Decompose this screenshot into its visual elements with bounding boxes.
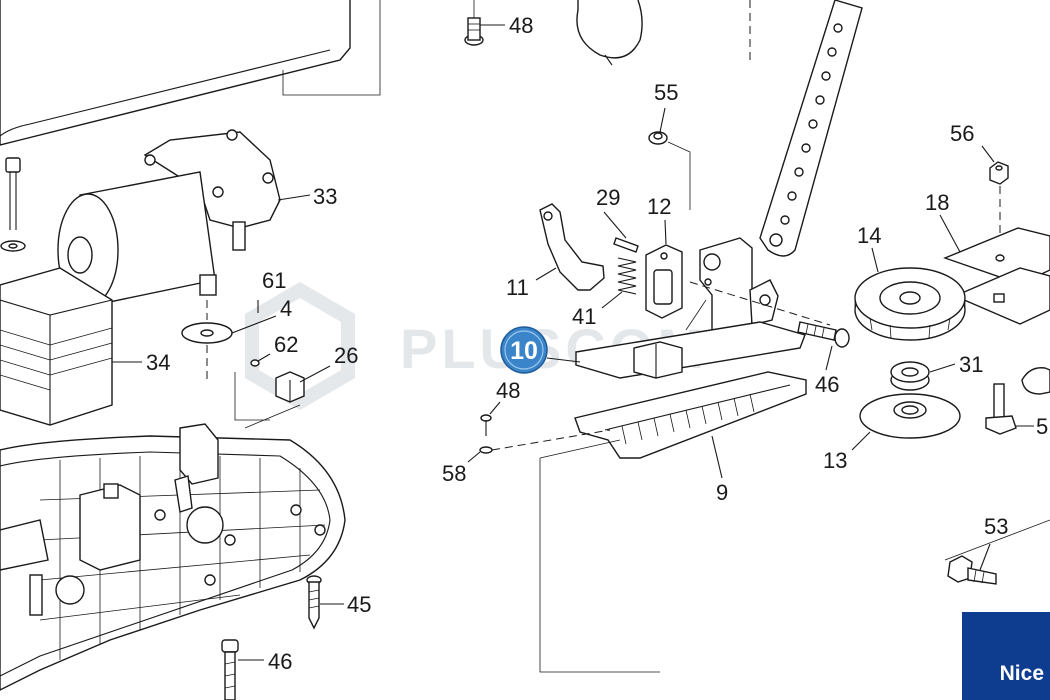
callout-12: 12: [647, 194, 671, 219]
board-10: [575, 299, 806, 379]
callout-48-center: 48: [496, 378, 520, 403]
callout-41: 41: [572, 304, 596, 329]
transformer: [0, 267, 113, 426]
block-26: [275, 371, 305, 403]
nut-55: [648, 131, 668, 145]
screw-48-center: [480, 414, 492, 436]
callout-9: 9: [716, 480, 728, 505]
callout-badge-10-text: 10: [510, 337, 538, 365]
long-screw: [0, 157, 26, 252]
track-frame-outline: [539, 439, 1050, 673]
callout-11: 11: [506, 275, 529, 300]
callout-badge-10: 10: [500, 326, 548, 374]
motor-cover: [0, 0, 381, 146]
knob: [576, 0, 643, 66]
callout-55: 55: [654, 80, 678, 105]
callout-53: 53: [984, 514, 1008, 539]
callout-14: 14: [857, 223, 881, 248]
base-plate: [0, 423, 346, 691]
spring-41: [617, 257, 637, 295]
screw-46-bottom: [221, 639, 239, 700]
callout-58: 58: [442, 461, 466, 486]
callout-34: 34: [146, 350, 170, 375]
callout-62: 62: [274, 332, 298, 357]
screw-46-center: [797, 321, 850, 348]
callout-29: 29: [596, 185, 620, 210]
callout-48-top: 48: [509, 13, 533, 38]
callout-18: 18: [925, 190, 949, 215]
callout-13: 13: [823, 448, 847, 473]
callout-56: 56: [950, 121, 974, 146]
callout-31: 31: [959, 352, 983, 377]
gear-14: [854, 267, 966, 341]
bracket-11: [539, 203, 605, 291]
screw-48-top: [464, 0, 484, 46]
motor-assembly: [57, 129, 281, 307]
pin-29: [613, 237, 639, 253]
callout-26: 26: [334, 343, 358, 368]
brand-logo-text: Nice: [999, 662, 1044, 685]
upright-bracket: [699, 237, 779, 341]
rail-9-teeth: [621, 393, 755, 445]
bolt-right: [985, 367, 1050, 435]
nut-56: [989, 161, 1009, 185]
rail-9: [574, 371, 807, 459]
callout-46-bottom: 46: [268, 649, 292, 674]
screw-45: [306, 575, 322, 630]
washer-4: [181, 300, 233, 380]
washer-58: [479, 446, 493, 454]
callout-5: 5: [1036, 414, 1048, 439]
brand-logo: Nice: [962, 612, 1050, 700]
callout-4: 4: [280, 296, 292, 321]
callout-45: 45: [347, 592, 371, 617]
callout-33: 33: [313, 184, 337, 209]
plate-12: [645, 244, 683, 319]
bearing-31: [890, 361, 930, 391]
bolt-53: [947, 555, 997, 585]
callout-46-center: 46: [815, 372, 839, 397]
plate-18: [943, 227, 1050, 325]
screw-62: [250, 353, 271, 367]
perforated-arm: [759, 0, 863, 257]
callout-61: 61: [262, 268, 286, 293]
washer-13: [859, 393, 961, 439]
